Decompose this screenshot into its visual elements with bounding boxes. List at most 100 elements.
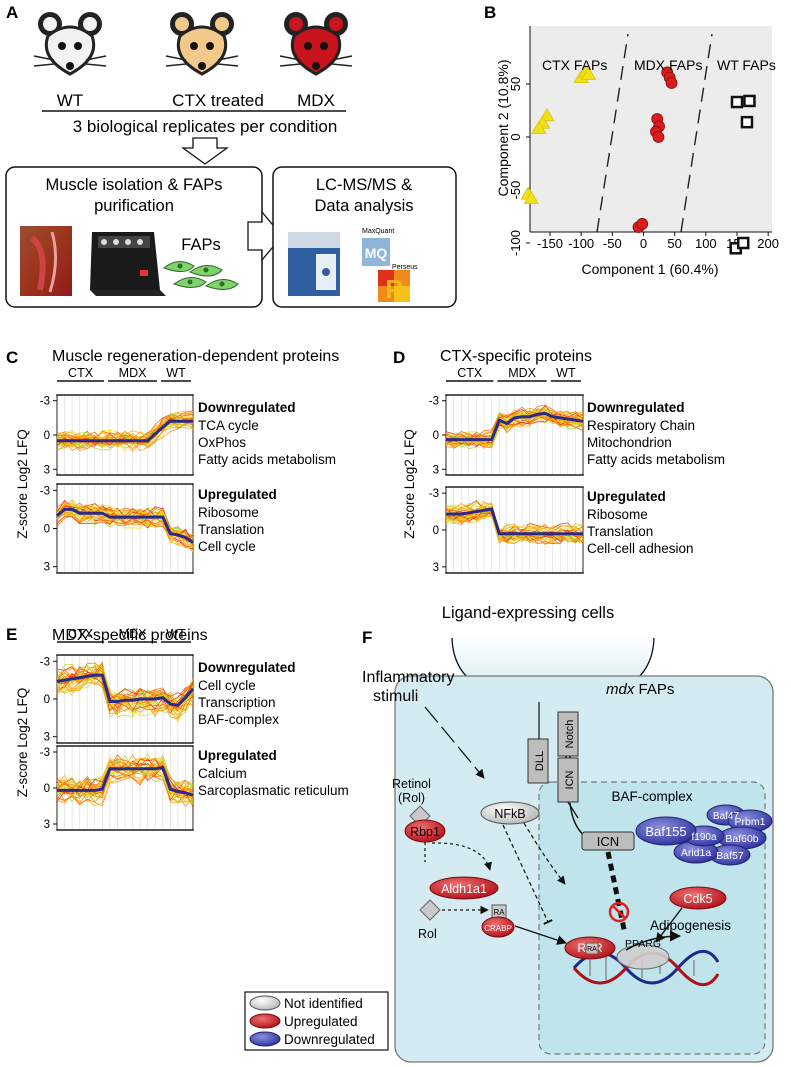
protein-trace <box>445 404 584 439</box>
panel-c-title: Muscle regeneration-dependent proteins <box>52 348 339 365</box>
down-arrow-icon <box>181 137 229 165</box>
d-down-term-3: Fatty acids metabolism <box>587 452 725 467</box>
protein-trace <box>56 674 194 716</box>
perseus-text: Perseus <box>392 264 418 271</box>
baf47-label: Baf47 <box>713 811 740 822</box>
profile-y-tick-label: -3 <box>429 396 439 408</box>
maxquant-logo-icon <box>362 238 390 266</box>
profile-y-tick-label: -3 <box>40 396 50 408</box>
icn-pparg-inhibition <box>605 851 628 935</box>
step1-line1: Muscle isolation & FAPs <box>46 176 223 194</box>
mdx-faps-label: mdx FAPs <box>606 681 674 698</box>
crabp-node <box>481 916 515 938</box>
pca-point-wt <box>743 94 756 108</box>
pca-y-tick-label: -100 <box>508 230 523 256</box>
d-down-heading: Downregulated <box>587 400 685 415</box>
protein-trace <box>56 772 194 806</box>
panel-letter-b: B <box>484 3 496 22</box>
f190a-label: f190a <box>691 832 716 843</box>
adipogenesis-label: Adipogenesis <box>650 918 731 933</box>
protein-trace <box>56 680 194 720</box>
ra-label-2: RA <box>587 946 597 953</box>
e-down-term-3: BAF-complex <box>198 712 279 727</box>
ra-box-2 <box>585 942 599 955</box>
retinol-label: Retinol <box>392 777 431 791</box>
pca-separator-line <box>596 33 629 233</box>
protein-trace <box>56 764 194 805</box>
pca-point-ctx <box>580 66 597 80</box>
arid1a-label: Arid1a <box>681 847 712 859</box>
inflammatory-line1: Inflammatory <box>362 669 454 686</box>
baf60b-label: Baf60b <box>725 833 758 845</box>
d-down-term-1: Respiratory Chain <box>587 418 695 433</box>
notch-receptor <box>557 711 579 757</box>
legend-swatch-grey <box>249 995 281 1011</box>
pca-point-wt <box>736 236 750 250</box>
aldh1a1-label: Aldh1a1 <box>441 882 487 896</box>
panel-b: B -150-100-50050100150200500-50-100 Comp… <box>484 3 779 277</box>
profile-y-tick-label: 3 <box>44 464 50 476</box>
profile-y-tick-label: 0 <box>44 524 50 536</box>
mdx-italic: mdx <box>606 681 635 698</box>
profile-y-tick-label: 0 <box>433 525 439 537</box>
c-up-term-1: Ribosome <box>198 505 259 520</box>
ligand-cells-label: Ligand-expressing cells <box>442 604 614 622</box>
e-up-term-2: Sarcoplasmatic reticulum <box>198 783 349 798</box>
pca-point-mdx <box>636 218 649 230</box>
pparg-label: PPARG <box>625 938 661 950</box>
ra-label-1: RA <box>493 908 505 917</box>
pparg-node <box>616 944 670 970</box>
protein-trace <box>56 769 194 807</box>
icn-label-2: ICN <box>597 834 619 849</box>
block-icon <box>608 901 630 923</box>
e-up-term-1: Calcium <box>198 766 247 781</box>
step1-line2: purification <box>94 197 174 215</box>
panel-letter-a: A <box>6 3 18 22</box>
mouse-icon-ctx <box>165 12 239 76</box>
group-label: CTX <box>457 366 483 380</box>
group-label: WT <box>556 366 576 380</box>
e-down-term-2: Transcription <box>198 695 276 710</box>
rbp1-arrow <box>431 842 492 871</box>
right-arrow-icon <box>247 210 283 262</box>
panel-a: A WT CTX treated MDX <box>5 3 457 308</box>
maxquant-text: MaxQuant <box>362 228 394 235</box>
group-label: MDX <box>119 366 147 380</box>
pca-y-tick-label: 50 <box>508 77 523 91</box>
d-down-term-2: Mitochondrion <box>587 435 672 450</box>
profile-ylabel: Z-score Log2 LFQ <box>402 429 417 539</box>
pca-x-tick-label: -100 <box>568 236 594 251</box>
baf155-label: Baf155 <box>645 824 686 839</box>
protein-trace <box>445 502 584 534</box>
profile-y-tick-label: 3 <box>44 732 50 744</box>
faps-label: FAPs <box>181 236 220 254</box>
legend-not-identified: Not identified <box>284 996 363 1011</box>
pca-group-label-wt: WT FAPs <box>717 57 776 73</box>
c-up-heading: Upregulated <box>198 487 277 502</box>
cdk5-node <box>669 886 727 910</box>
adipogenesis-arrow <box>625 930 682 951</box>
panel-f: F Ligand-expressing cells mdx FAPs BAF-c… <box>244 598 774 1063</box>
median-line <box>446 507 583 536</box>
panel-d-title: CTX-specific proteins <box>440 348 592 365</box>
profile-y-tick-label: 3 <box>44 562 50 574</box>
protein-trace <box>445 410 584 440</box>
muscle-photo-image <box>20 226 72 296</box>
e-down-term-1: Cell cycle <box>198 678 256 693</box>
inflammatory-line2: stimuli <box>373 688 418 705</box>
c-down-term-3: Fatty acids metabolism <box>198 452 336 467</box>
median-line <box>57 419 193 443</box>
pca-x-tick-label: -150 <box>537 236 563 251</box>
protein-trace <box>56 416 194 444</box>
profile-y-tick-label: 3 <box>433 464 439 476</box>
profile-y-tick-label: -3 <box>40 485 50 497</box>
profile-y-tick-label: 0 <box>44 783 50 795</box>
maxquant-logo-text: MQ <box>365 245 388 261</box>
median-line <box>446 411 584 442</box>
pca-separator-line <box>680 33 713 233</box>
pca-chart: -150-100-50050100150200500-50-100 <box>508 26 779 256</box>
condition-label-wt: WT <box>57 91 83 110</box>
